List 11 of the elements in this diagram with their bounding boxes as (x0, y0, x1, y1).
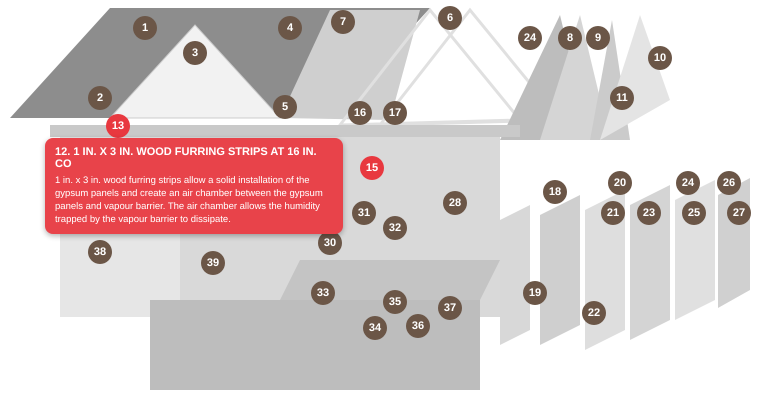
tooltip-card (45, 138, 343, 234)
callout-number: 10 (648, 46, 672, 70)
callout-number: 18 (543, 180, 567, 204)
callout-number: 9 (586, 26, 610, 50)
callout-number: 26 (717, 171, 741, 195)
callout-number: 24 (676, 171, 700, 195)
callout-number: 6 (438, 6, 462, 30)
callout-number: 24 (518, 26, 542, 50)
callout-number: 20 (608, 171, 632, 195)
tooltip-heading: 12. 1 IN. X 3 IN. WOOD FURRING STRIPS AT 16 IN. CO (55, 146, 318, 170)
tooltip-description: 1 in. x 3 in. wood furring strips allow a solid installation of the gypsum panels and create an air chamber between the gypsum panels and vapour barrier. The air chamber allows the humidity trapped by the vapour barrier to dissipate. (55, 174, 324, 226)
